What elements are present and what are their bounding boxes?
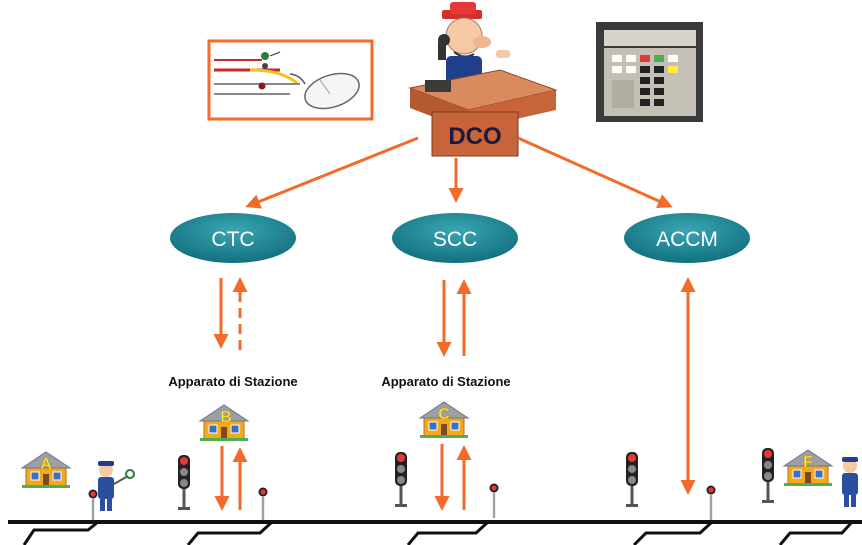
desk: DCO [408, 69, 558, 157]
end-station-letter-a: A [40, 456, 52, 473]
control-panel-icon [596, 22, 703, 122]
signal-icon [258, 487, 268, 522]
railway-track [8, 520, 862, 545]
signal-icon [626, 452, 638, 507]
node-scc: SCC [392, 213, 518, 263]
node-accm-label: ACCM [656, 228, 718, 251]
station-house-b: B [199, 404, 249, 442]
node-ctc-label: CTC [211, 228, 254, 251]
node-ctc: CTC [170, 213, 296, 263]
scc-station-arrows [436, 279, 472, 357]
mouse-icon [289, 72, 360, 110]
signal-icon [706, 485, 716, 520]
end-station-f: F [783, 449, 833, 487]
station-b-track-arrows [214, 446, 248, 511]
station-caption-b: Apparato di Stazione [168, 374, 297, 389]
signalman-icon-right [842, 457, 858, 507]
dco-label: DCO [448, 123, 501, 150]
ctc-station-arrows [213, 277, 248, 350]
node-scc-label: SCC [433, 228, 477, 251]
end-station-a: A [21, 451, 71, 489]
dispatcher-desk: DCO [408, 2, 558, 157]
station-house-c: C [419, 401, 469, 439]
node-accm: ACCM [624, 213, 750, 263]
station-letter-b: B [220, 409, 232, 426]
end-station-letter-f: F [803, 454, 813, 471]
arrow-dco-ctc [245, 136, 419, 209]
signal-icon [88, 489, 98, 524]
green-signal-dot [261, 52, 269, 60]
signal-icon [178, 455, 190, 510]
station-letter-c: C [438, 406, 450, 423]
signal-icon [489, 483, 499, 518]
station-caption-c: Apparato di Stazione [381, 374, 510, 389]
dco-to-nodes-arrows [245, 136, 673, 209]
signalman-icon [98, 461, 135, 511]
signal-icon [395, 452, 407, 507]
signal-icon [762, 448, 774, 503]
mouse-interface-image [207, 39, 374, 121]
arrow-dco-accm [517, 136, 673, 208]
station-c-track-arrows [434, 444, 472, 511]
